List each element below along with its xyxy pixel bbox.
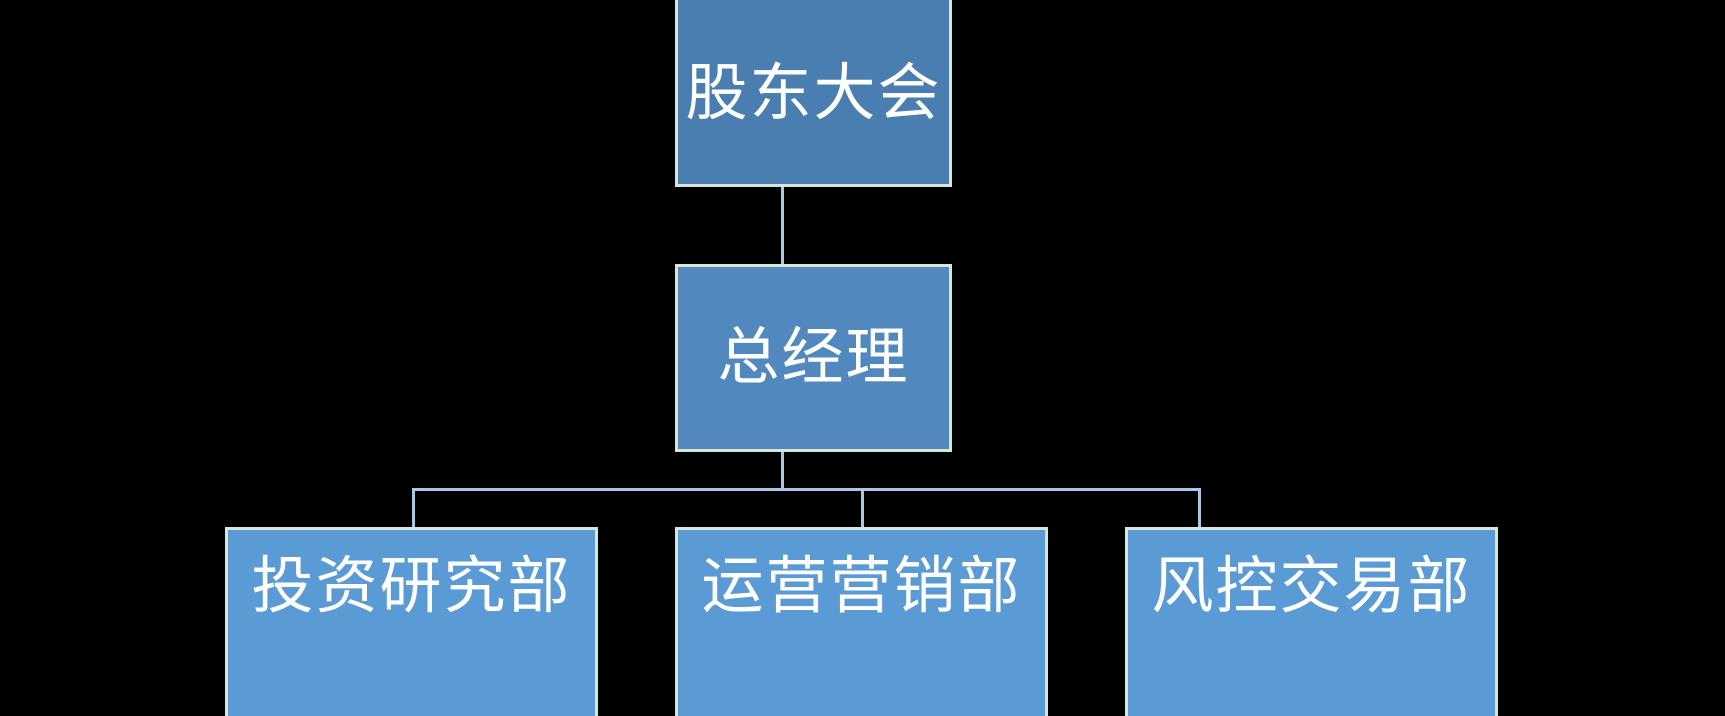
connector-drop-to-operations: [861, 488, 864, 528]
org-node-general-manager-label: 总经理: [717, 323, 910, 392]
org-node-operations-label: 运营营销部: [701, 552, 1022, 621]
org-node-research-label: 投资研究部: [251, 552, 572, 621]
org-node-operations[interactable]: 运营营销部: [675, 527, 1048, 716]
org-node-research[interactable]: 投资研究部: [225, 527, 598, 716]
org-node-risk[interactable]: 风控交易部: [1125, 527, 1498, 716]
connector-general-manager-stem: [781, 452, 784, 490]
connector-shareholders-to-general-manager: [781, 187, 784, 265]
connector-drop-to-risk: [1198, 488, 1201, 528]
org-node-risk-label: 风控交易部: [1151, 552, 1472, 621]
org-node-shareholders[interactable]: 股东大会: [675, 0, 952, 187]
org-node-shareholders-label: 股东大会: [685, 58, 942, 128]
connector-drop-to-research: [412, 488, 415, 528]
org-node-general-manager[interactable]: 总经理: [675, 264, 952, 452]
connector-horizontal-bus: [412, 488, 1201, 491]
